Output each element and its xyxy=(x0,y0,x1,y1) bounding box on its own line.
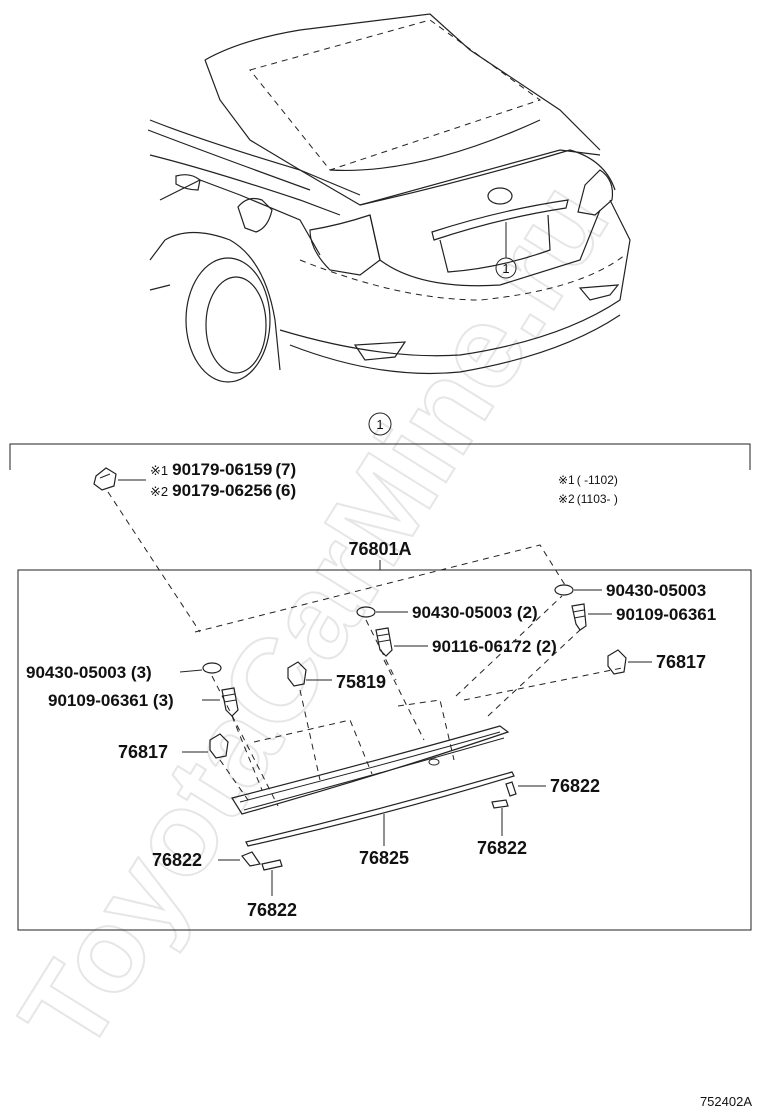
mount-dashed-outline xyxy=(194,544,566,633)
tape-right-upper: 76822 xyxy=(505,776,600,797)
svg-text:76817: 76817 xyxy=(656,652,706,672)
svg-text:90430-05003: 90430-05003 xyxy=(606,581,706,600)
strip-76825: 76825 xyxy=(245,771,515,868)
variant-notes: ※1( -1102) ※2(1103- ) xyxy=(558,473,618,506)
svg-text:※2(1103- ): ※2(1103- ) xyxy=(558,492,618,506)
clip-left: 76817 xyxy=(118,733,229,762)
car-callout: 1 xyxy=(495,257,517,279)
svg-text:90109-06361 (3): 90109-06361 (3) xyxy=(48,691,174,710)
garnish-assembly xyxy=(231,725,510,815)
screw-right: 90109-06361 xyxy=(571,603,716,631)
tape-right-lower: 76822 xyxy=(477,799,527,858)
svg-text:76825: 76825 xyxy=(359,848,409,868)
bolt-center: 90116-06172 (2) xyxy=(375,627,557,657)
svg-text:76817: 76817 xyxy=(118,742,168,762)
car-rear-illustration xyxy=(147,13,631,383)
washer-top-right: 90430-05003 xyxy=(554,581,706,600)
screw-left: 90109-06361 (3) xyxy=(48,687,239,717)
svg-text:90109-06361: 90109-06361 xyxy=(616,605,716,624)
assembly-label: 76801A xyxy=(348,539,411,559)
clip-leader-dashed xyxy=(107,491,201,633)
svg-text:※1( -1102): ※1( -1102) xyxy=(558,473,618,487)
tape-left-lower: 76822 xyxy=(247,859,297,920)
svg-text:76822: 76822 xyxy=(477,838,527,858)
assembly-frame xyxy=(17,569,752,931)
svg-text:75819: 75819 xyxy=(336,672,386,692)
svg-text:76822: 76822 xyxy=(550,776,600,796)
svg-text:1: 1 xyxy=(502,261,509,276)
section-callout: 1 xyxy=(368,412,392,436)
svg-text:90116-06172 (2): 90116-06172 (2) xyxy=(432,637,557,656)
clip-top-left xyxy=(93,467,146,491)
reference-code: 752402A xyxy=(700,1094,752,1109)
clip-right: 76817 xyxy=(607,649,706,675)
clip-center: 75819 xyxy=(287,661,386,692)
svg-text:76822: 76822 xyxy=(247,900,297,920)
svg-text:76822: 76822 xyxy=(152,850,202,870)
washer-left: 90430-05003 (3) xyxy=(26,662,222,682)
svg-text:90430-05003 (3): 90430-05003 (3) xyxy=(26,663,152,682)
section-bracket xyxy=(9,443,751,470)
svg-text:1: 1 xyxy=(376,417,383,432)
tape-left-upper: 76822 xyxy=(152,850,261,870)
svg-text:90430-05003 (2): 90430-05003 (2) xyxy=(412,603,538,622)
washer-center: 90430-05003 (2) xyxy=(356,603,538,622)
garnish-dashed-leaders xyxy=(211,595,623,807)
